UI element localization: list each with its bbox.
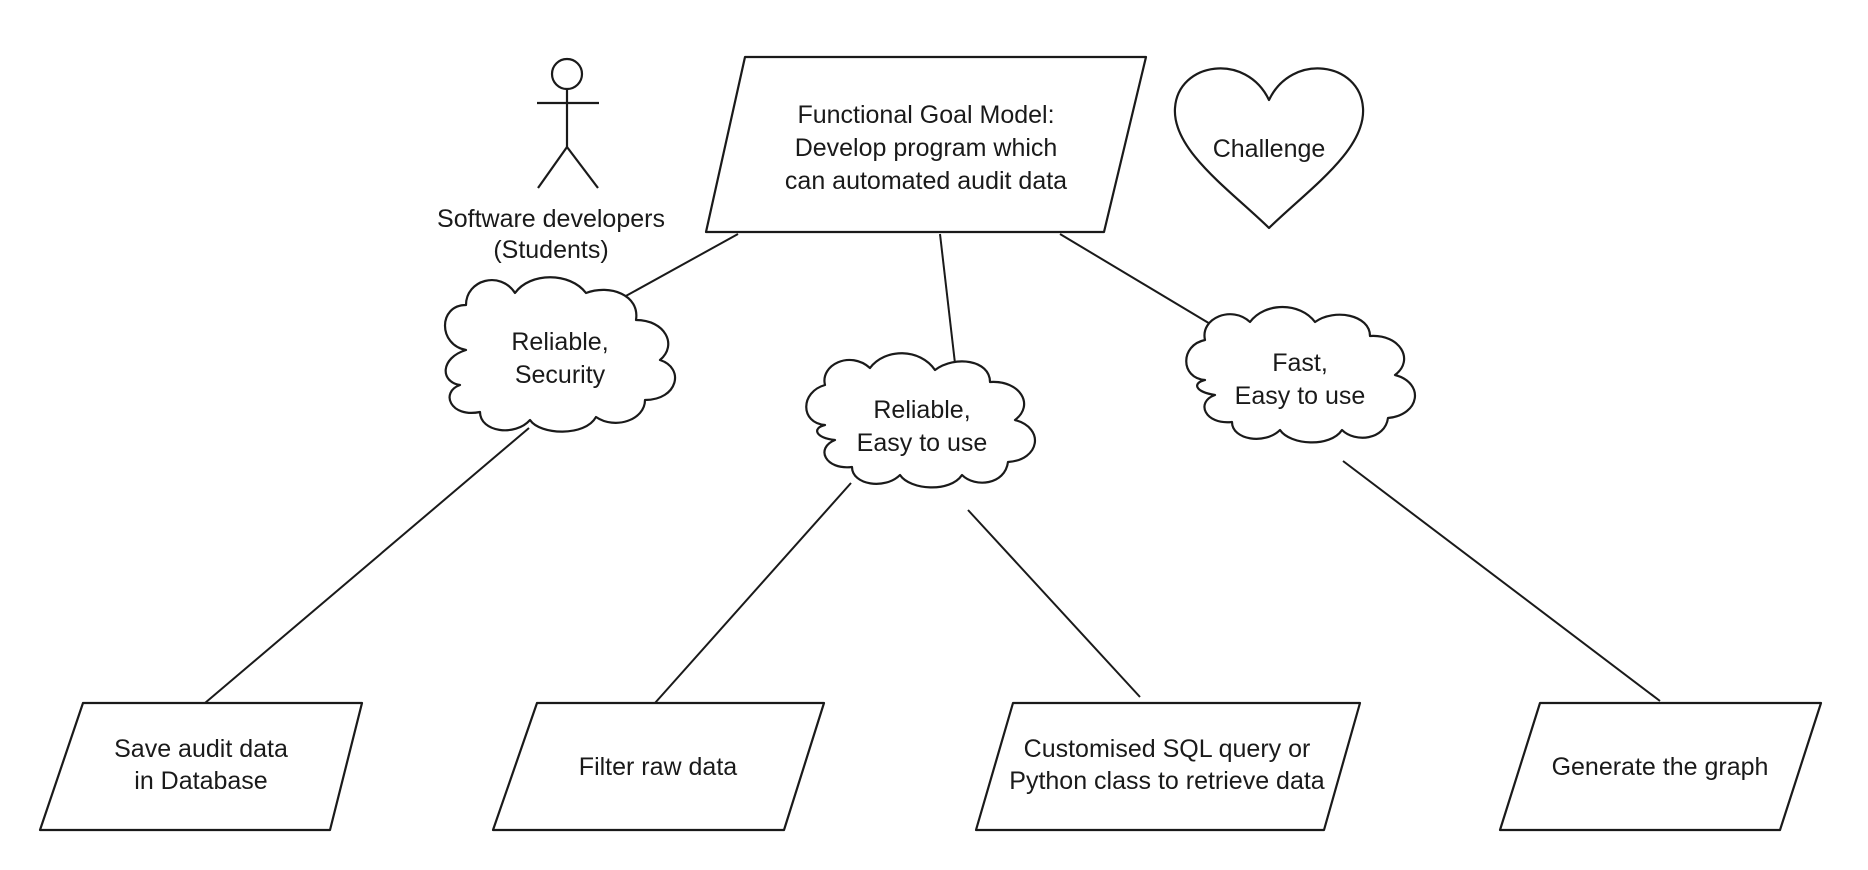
goal-line2: Develop program which	[795, 134, 1058, 162]
link-quality-reliable-to-task-filter	[654, 482, 852, 704]
quality-cloud-security	[443, 276, 677, 433]
actor-icon	[537, 57, 599, 189]
actor-right-leg	[566, 146, 599, 189]
task-sql-line1: Customised SQL query or	[1024, 735, 1311, 763]
quality-fast-line1: Fast,	[1272, 349, 1328, 377]
quality-reliable-easy-line2: Easy to use	[857, 429, 988, 457]
task-sql-line2: Python class to retrieve data	[1009, 767, 1325, 795]
goal-parallelogram	[704, 55, 1148, 234]
task-custom-sql-query	[974, 701, 1362, 832]
actor-label-line1: Software developers	[437, 205, 665, 233]
goal-line1: Functional Goal Model:	[797, 101, 1054, 129]
link-quality-reliable-to-task-sql	[967, 509, 1141, 698]
quality-security-line1: Reliable,	[511, 328, 608, 356]
challenge-label: Challenge	[1213, 135, 1326, 163]
task-save-line1: Save audit data	[114, 735, 288, 763]
task-save-audit-data	[38, 701, 364, 832]
quality-reliable-easy-line1: Reliable,	[873, 396, 970, 424]
quality-security-line2: Security	[515, 361, 606, 389]
link-goal-to-quality-security	[623, 233, 739, 298]
task-graph-line1: Generate the graph	[1552, 753, 1769, 781]
link-quality-fast-to-task-graph	[1342, 460, 1661, 702]
actor-label-line2: (Students)	[493, 236, 608, 264]
link-goal-to-quality-fast	[1059, 233, 1233, 338]
task-generate-graph	[1498, 701, 1823, 832]
quality-cloud-fast	[1185, 305, 1416, 444]
link-goal-to-quality-reliable-easy	[939, 233, 957, 373]
actor-head	[550, 57, 584, 91]
link-quality-security-to-task-save	[204, 427, 530, 704]
task-filter-raw-data	[491, 701, 826, 832]
challenge-heart-icon	[1173, 67, 1365, 230]
task-save-line2: in Database	[134, 767, 267, 795]
goal-line3: can automated audit data	[785, 167, 1067, 195]
quality-cloud-reliable-easy	[805, 352, 1036, 489]
actor-left-leg	[537, 146, 568, 189]
quality-fast-line2: Easy to use	[1235, 382, 1366, 410]
task-filter-line1: Filter raw data	[579, 753, 737, 781]
